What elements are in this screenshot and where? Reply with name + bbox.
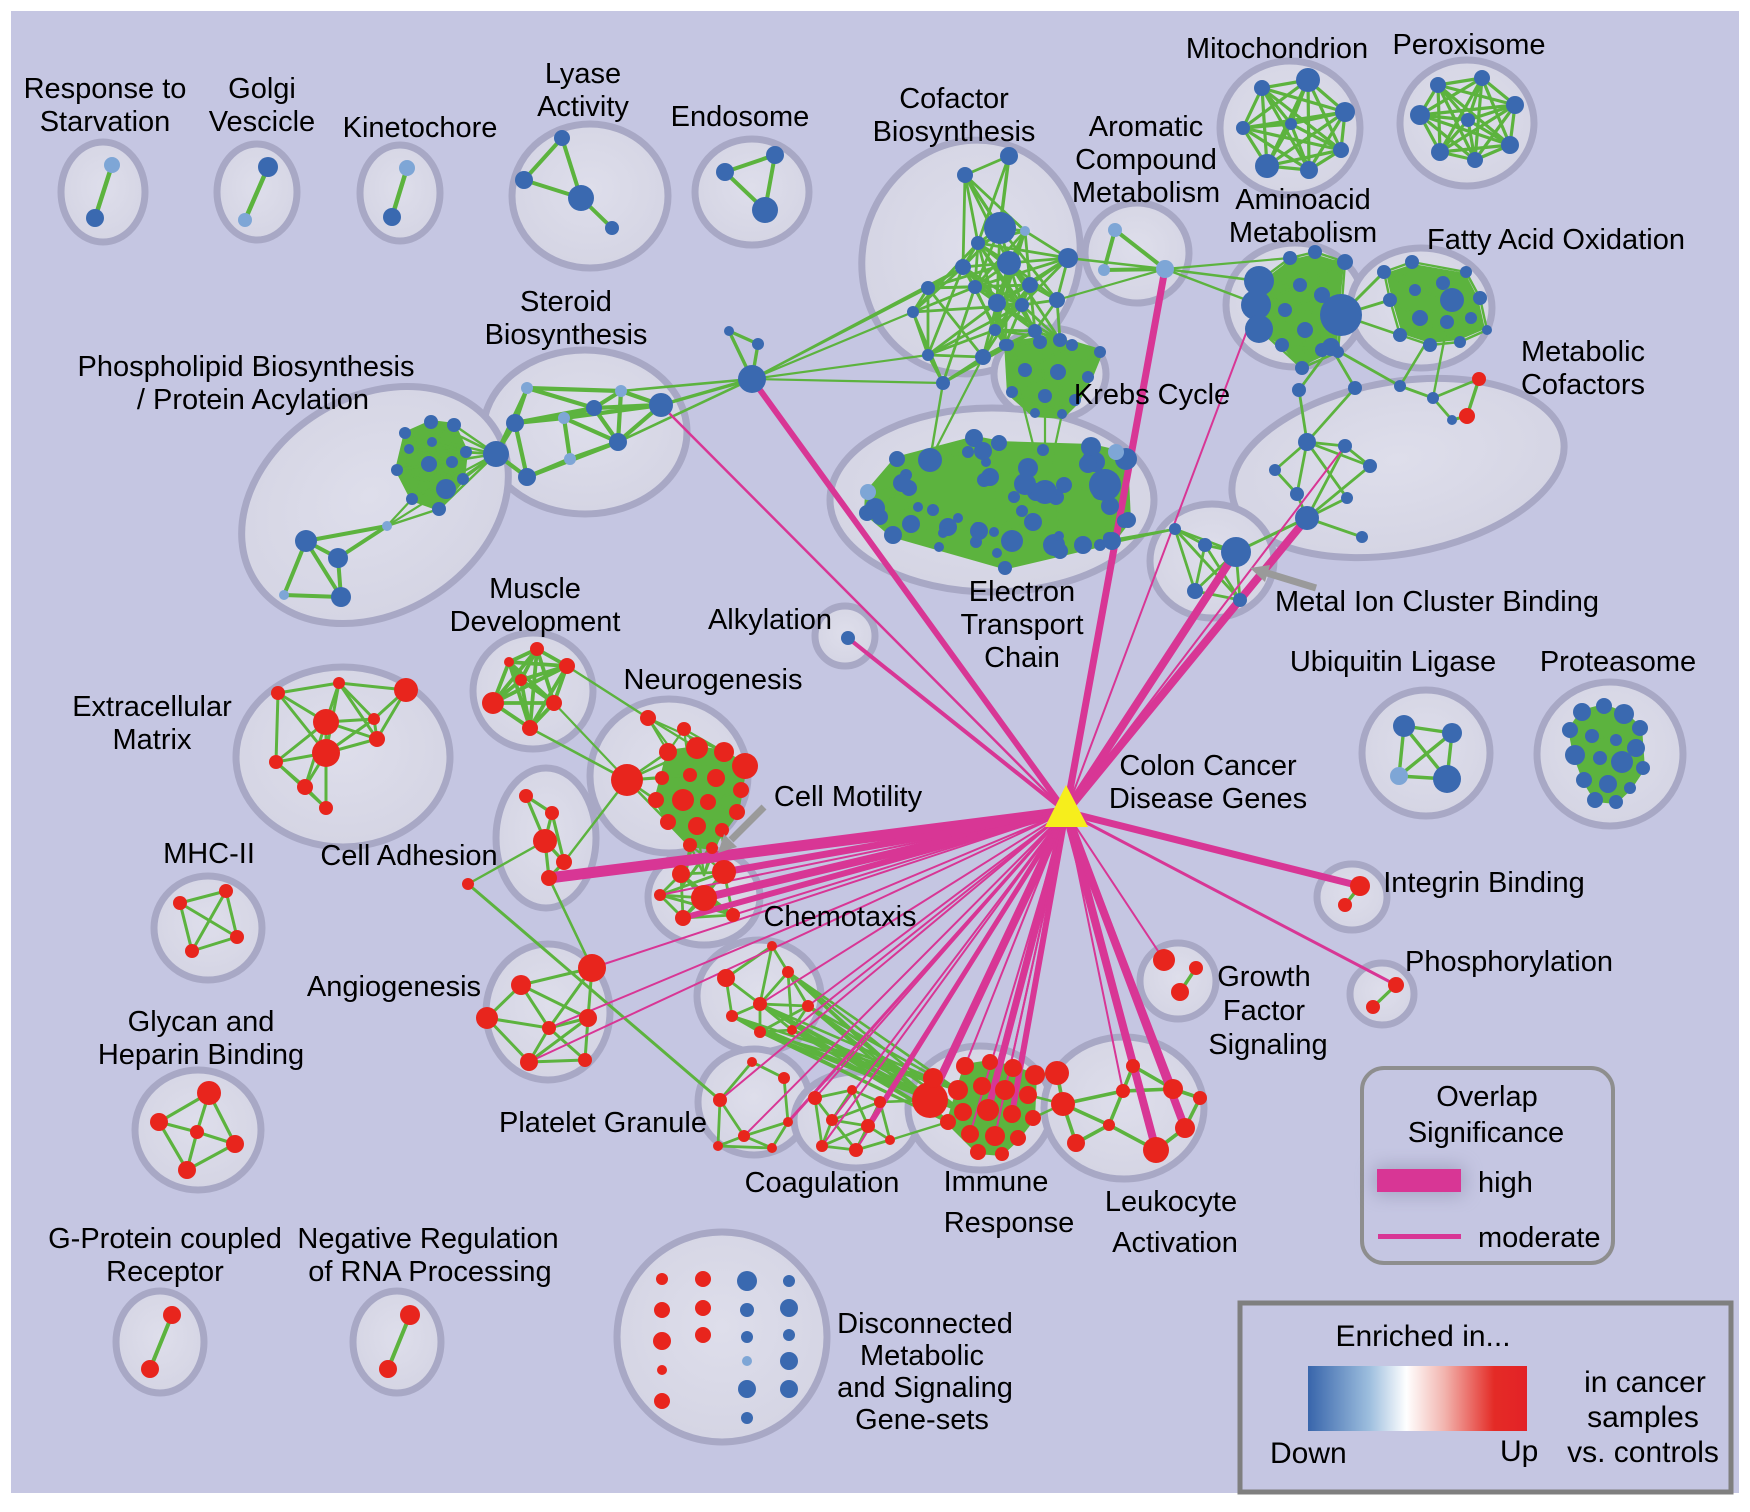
svg-text:Chemotaxis: Chemotaxis xyxy=(763,901,916,933)
svg-text:Growth: Growth xyxy=(1217,961,1310,993)
svg-text:Endosome: Endosome xyxy=(671,101,810,133)
svg-text:Compound: Compound xyxy=(1075,144,1217,176)
svg-text:Cofactors: Cofactors xyxy=(1521,369,1645,401)
svg-text:Activation: Activation xyxy=(1112,1227,1238,1259)
svg-text:Response: Response xyxy=(944,1207,1075,1239)
svg-text:Receptor: Receptor xyxy=(106,1256,224,1288)
svg-text:Alkylation: Alkylation xyxy=(708,604,832,636)
svg-text:Extracellular: Extracellular xyxy=(72,691,232,723)
svg-text:in cancer: in cancer xyxy=(1584,1366,1706,1399)
svg-text:Aromatic: Aromatic xyxy=(1089,111,1203,143)
svg-text:and Signaling: and Signaling xyxy=(837,1372,1013,1404)
svg-text:Ubiquitin Ligase: Ubiquitin Ligase xyxy=(1290,646,1496,678)
svg-text:Mitochondrion: Mitochondrion xyxy=(1186,33,1368,65)
svg-text:Cell Adhesion: Cell Adhesion xyxy=(320,840,497,872)
svg-text:Disease Genes: Disease Genes xyxy=(1109,783,1307,815)
svg-text:Response to: Response to xyxy=(24,73,187,105)
svg-text:Muscle: Muscle xyxy=(489,573,581,605)
svg-text:Biosynthesis: Biosynthesis xyxy=(873,116,1036,148)
svg-text:Steroid: Steroid xyxy=(520,286,612,318)
svg-text:/ Protein Acylation: / Protein Acylation xyxy=(137,384,369,416)
svg-text:Kinetochore: Kinetochore xyxy=(343,112,498,144)
svg-text:Metabolic: Metabolic xyxy=(1521,336,1645,368)
svg-text:Disconnected: Disconnected xyxy=(837,1308,1013,1340)
svg-text:Lyase: Lyase xyxy=(545,58,621,90)
svg-text:Glycan and: Glycan and xyxy=(128,1006,275,1038)
svg-text:Metal Ion Cluster Binding: Metal Ion Cluster Binding xyxy=(1275,586,1599,618)
svg-text:Signaling: Signaling xyxy=(1208,1029,1327,1061)
svg-text:Electron: Electron xyxy=(969,576,1075,608)
svg-text:high: high xyxy=(1478,1167,1533,1199)
svg-text:Activity: Activity xyxy=(537,91,629,123)
svg-text:Neurogenesis: Neurogenesis xyxy=(624,664,803,696)
svg-text:Phospholipid Biosynthesis: Phospholipid Biosynthesis xyxy=(78,351,415,383)
svg-text:Enriched in...: Enriched in... xyxy=(1335,1320,1510,1353)
svg-text:Significance: Significance xyxy=(1408,1117,1564,1149)
svg-text:Phosphorylation: Phosphorylation xyxy=(1405,946,1613,978)
svg-text:Chain: Chain xyxy=(984,642,1060,674)
svg-text:Colon Cancer: Colon Cancer xyxy=(1119,750,1297,782)
svg-text:Negative Regulation: Negative Regulation xyxy=(297,1223,558,1255)
svg-text:Vescicle: Vescicle xyxy=(209,106,315,138)
svg-text:Metabolism: Metabolism xyxy=(1229,217,1377,249)
svg-text:Golgi: Golgi xyxy=(228,73,296,105)
svg-text:Up: Up xyxy=(1500,1435,1538,1468)
svg-text:Krebs Cycle: Krebs Cycle xyxy=(1074,379,1230,411)
svg-text:vs. controls: vs. controls xyxy=(1567,1436,1719,1469)
svg-text:Transport: Transport xyxy=(960,609,1083,641)
svg-text:Angiogenesis: Angiogenesis xyxy=(307,971,481,1003)
svg-text:Factor: Factor xyxy=(1223,995,1306,1027)
svg-text:Biosynthesis: Biosynthesis xyxy=(485,319,648,351)
svg-text:Fatty Acid Oxidation: Fatty Acid Oxidation xyxy=(1427,224,1685,256)
svg-text:Coagulation: Coagulation xyxy=(745,1167,900,1199)
svg-text:Cofactor: Cofactor xyxy=(899,83,1009,115)
svg-text:Down: Down xyxy=(1270,1437,1347,1470)
svg-text:G-Protein coupled: G-Protein coupled xyxy=(48,1223,282,1255)
svg-text:moderate: moderate xyxy=(1478,1222,1601,1254)
svg-text:Integrin Binding: Integrin Binding xyxy=(1383,867,1585,899)
svg-text:Starvation: Starvation xyxy=(40,106,171,138)
svg-text:Heparin Binding: Heparin Binding xyxy=(98,1039,304,1071)
svg-text:Peroxisome: Peroxisome xyxy=(1392,29,1545,61)
svg-text:of RNA Processing: of RNA Processing xyxy=(308,1256,551,1288)
svg-text:Matrix: Matrix xyxy=(113,724,192,756)
svg-text:Proteasome: Proteasome xyxy=(1540,646,1696,678)
svg-text:Leukocyte: Leukocyte xyxy=(1105,1186,1237,1218)
svg-text:Immune: Immune xyxy=(944,1166,1049,1198)
svg-text:Cell Motility: Cell Motility xyxy=(774,781,923,813)
svg-text:Platelet Granule: Platelet Granule xyxy=(499,1107,707,1139)
svg-text:Gene-sets: Gene-sets xyxy=(855,1404,989,1436)
svg-text:Development: Development xyxy=(450,606,621,638)
svg-text:MHC-II: MHC-II xyxy=(163,838,255,870)
svg-text:Metabolism: Metabolism xyxy=(1072,177,1220,209)
svg-text:Metabolic: Metabolic xyxy=(860,1340,984,1372)
svg-text:samples: samples xyxy=(1587,1401,1699,1434)
svg-text:Overlap: Overlap xyxy=(1436,1081,1538,1113)
svg-text:Aminoacid: Aminoacid xyxy=(1235,184,1370,216)
